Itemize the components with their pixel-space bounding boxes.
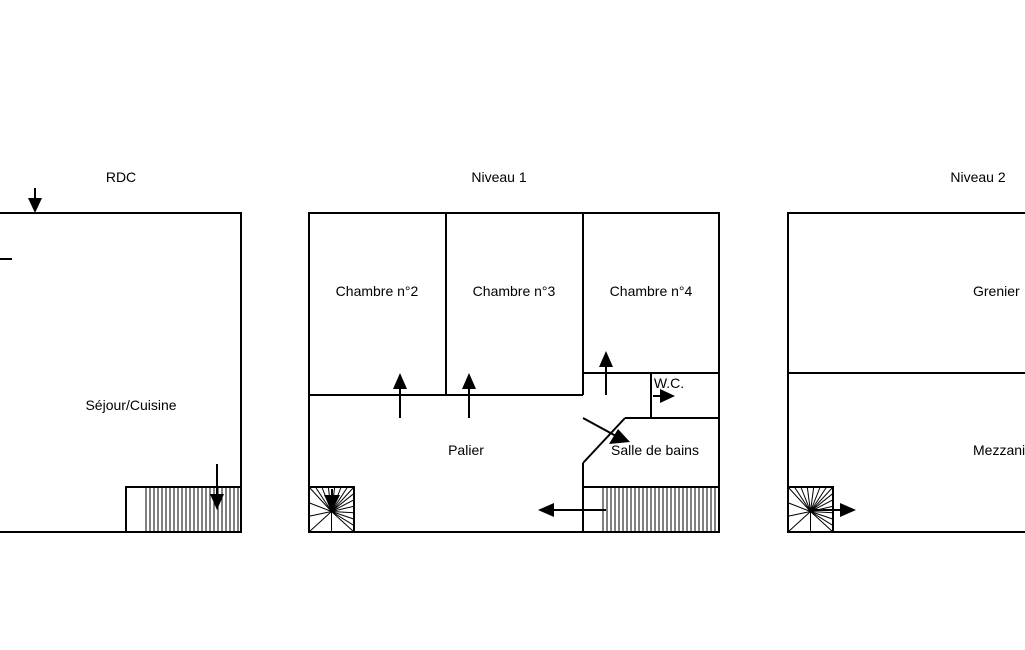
level-niveau1: Niveau 1 Chambre n°2 Chambre n°3 Chambre… [308, 169, 720, 533]
spiral-step [331, 511, 355, 514]
spiral-step [810, 493, 834, 512]
spiral-step [810, 486, 834, 512]
salle-de-bains-door-arrow [582, 417, 630, 444]
chambre4-door-arrow [599, 351, 613, 395]
level-rdc: RDC Séjour/Cuisine [0, 169, 242, 533]
spiral-step [810, 511, 834, 520]
room-label-palier: Palier [448, 442, 484, 458]
rdc-stair-arrow-down [210, 464, 224, 510]
room-label-wc: W.C. [654, 375, 684, 391]
room-label-chambre2: Chambre n°2 [336, 283, 419, 299]
spiral-step [331, 511, 355, 533]
chambre2-door-arrow [393, 373, 407, 418]
level-niveau2: Niveau 2 Grenier Mezzanine [787, 169, 1025, 533]
spiral-step [787, 511, 811, 533]
spiral-step [810, 486, 821, 512]
room-label-salle-de-bains: Salle de bains [611, 442, 699, 458]
wc-door-arrow [653, 389, 675, 403]
room-label-grenier: Grenier [973, 283, 1020, 299]
spiral-step [810, 511, 834, 526]
spiral-step [331, 511, 355, 526]
spiral-step [787, 502, 811, 512]
niveau2-stair-arrow-right [812, 503, 856, 517]
spiral-step [308, 486, 332, 512]
spiral-step [787, 486, 811, 512]
spiral-step [810, 486, 827, 512]
room-label-chambre3: Chambre n°3 [473, 283, 556, 299]
niveau1-stair-arrow-left [538, 503, 606, 517]
level-title-niveau2: Niveau 2 [950, 169, 1005, 185]
spiral-step [794, 486, 811, 512]
niveau1-spiral-arrow-down [324, 489, 340, 511]
rdc-outer-wall [0, 212, 242, 533]
chambre3-door-arrow [462, 373, 476, 418]
spiral-step [331, 486, 348, 512]
spiral-step [787, 511, 811, 517]
spiral-step [800, 486, 811, 512]
spiral-step [331, 499, 355, 512]
room-label-mezzanine: Mezzanine [973, 442, 1025, 458]
spiral-step [331, 493, 355, 512]
spiral-step [331, 486, 355, 512]
spiral-step [806, 486, 811, 512]
spiral-step [308, 511, 332, 517]
spiral-step [308, 511, 332, 533]
rdc-staircase [125, 486, 242, 533]
spiral-step [315, 486, 332, 512]
spiral-step [331, 505, 355, 512]
spiral-step [810, 486, 815, 512]
spiral-step [810, 511, 834, 533]
entrance-arrow-down [28, 188, 42, 213]
spiral-step [331, 511, 355, 520]
spiral-step [810, 511, 834, 514]
room-label-sejour: Séjour/Cuisine [85, 397, 176, 413]
room-label-chambre4: Chambre n°4 [610, 283, 693, 299]
spiral-step [308, 502, 332, 512]
level-title-rdc: RDC [106, 169, 136, 185]
level-title-niveau1: Niveau 1 [471, 169, 526, 185]
